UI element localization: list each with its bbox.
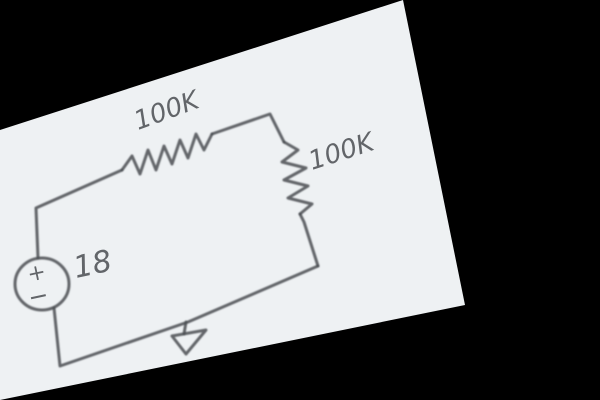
voltage-source-symbol — [13, 256, 71, 312]
voltage-source-plus: + — [25, 259, 48, 287]
paper-sheet — [0, 0, 465, 400]
resistor-top-symbol — [120, 132, 214, 176]
ground-symbol — [170, 320, 208, 356]
wire-bottom — [52, 264, 320, 368]
wire-left-top — [34, 168, 124, 260]
wire-top-right — [210, 112, 286, 144]
resistor-right-symbol — [280, 140, 314, 216]
voltage-source-label: 18 — [70, 244, 115, 286]
wire-right-down — [298, 212, 320, 268]
